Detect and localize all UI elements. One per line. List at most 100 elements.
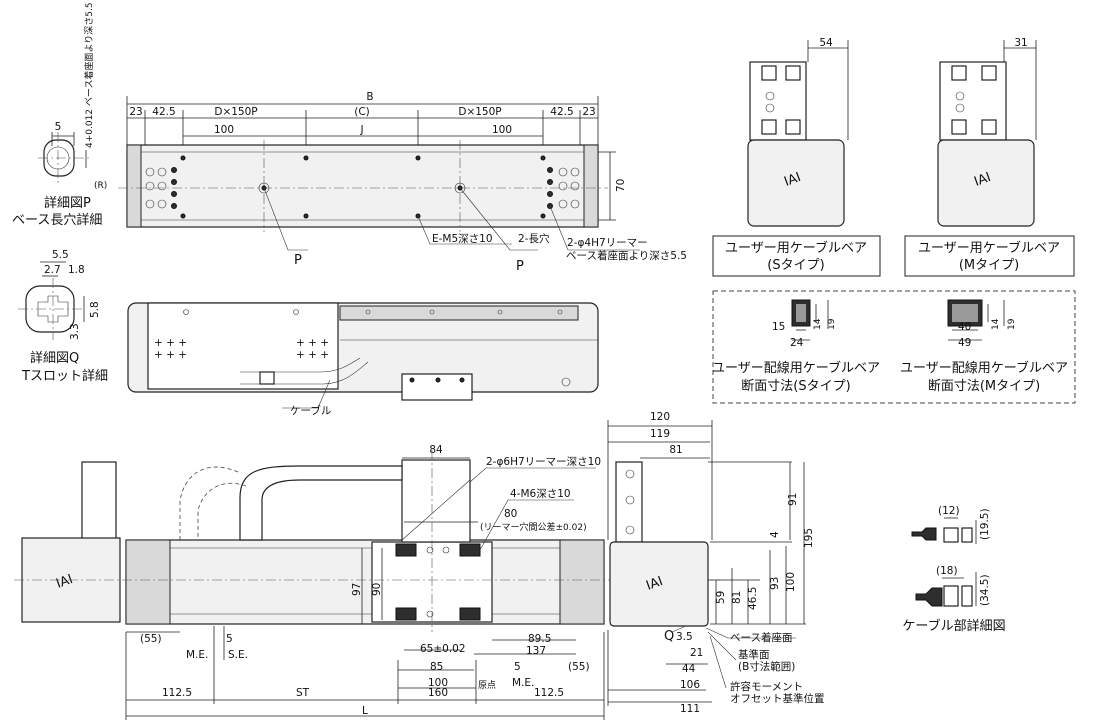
end-view: 120 119 81 IAI 91 4 195 100 93 59 81 46.…: [607, 411, 825, 715]
top-holes: [145, 155, 580, 219]
end-dim-91: 91: [787, 493, 799, 506]
top-dim-23-right: 23: [582, 106, 595, 118]
front-dim-85: 85: [430, 661, 443, 673]
cable-connector-m: [915, 587, 943, 607]
end-body: [609, 541, 709, 627]
front-note-m6: 4-M6深さ10: [510, 488, 571, 500]
front-origin: 原点: [478, 680, 496, 691]
detail-p-r-label: (R): [94, 181, 107, 191]
svg-text:+ + +: + + +: [296, 349, 329, 361]
detail-q-dim-2-7: 2.7: [44, 264, 61, 276]
top-note-reamer-1: 2-φ4H7リーマー: [567, 237, 648, 249]
front-dim-137: 137: [526, 645, 546, 657]
end-dim-93: 93: [769, 577, 781, 590]
section-s-dim-24: 24: [790, 337, 804, 349]
section-m-caption-type: 断面寸法(Mタイプ): [928, 379, 1040, 394]
front-dim-55-right: (55): [568, 661, 590, 673]
front-me-right: M.E.: [512, 677, 534, 689]
cable-detail-dim-19-5: (19.5): [979, 508, 991, 540]
top-dim-c: (C): [354, 106, 370, 118]
top-dim-d150p-left: D×150P: [214, 106, 257, 118]
front-me-left: M.E.: [186, 649, 208, 661]
end-dim-81: 81: [731, 591, 743, 604]
cable-connector-s: [911, 527, 937, 541]
detail-q-dim-5-5: 5.5: [52, 249, 69, 261]
bear-s-caption-type: (Sタイプ): [767, 258, 824, 273]
front-body: [125, 539, 605, 625]
top-dim-100-left: 100: [214, 124, 234, 136]
section-m-dim-14: 14: [991, 318, 1001, 330]
top-dim-b: B: [366, 91, 373, 103]
front-dim-89-5: 89.5: [528, 633, 551, 645]
end-dim-111: 111: [680, 703, 700, 715]
cable-bear-m: 31 IAI ユーザー用ケーブルベア (Mタイプ): [904, 37, 1075, 277]
end-bracket: [615, 461, 643, 543]
front-dim-st: ST: [296, 687, 310, 699]
end-note-moment: 許容モーメント: [730, 680, 803, 693]
front-dim-80: 80: [504, 508, 517, 520]
end-dim-4: 4: [769, 531, 781, 538]
top-dim-70: 70: [615, 179, 627, 192]
front-cable-bear-bracket: [401, 459, 471, 543]
front-dim-97: 97: [351, 583, 363, 596]
front-endcap-right: [559, 539, 605, 625]
detail-p-subtitle: ベース長穴詳細: [12, 212, 102, 228]
side-view: + + ++ + + + + ++ + + ケーブル: [127, 302, 599, 417]
bear-s-dim-54: 54: [819, 37, 833, 49]
detail-p-title: 詳細図P: [44, 195, 91, 211]
section-s: 15 24 14 19 ユーザー配線用ケーブルベア 断面寸法(Sタイプ): [712, 299, 880, 394]
section-m: 40 49 14 19 ユーザー配線用ケーブルベア 断面寸法(Mタイプ): [900, 299, 1068, 394]
section-s-dim-14: 14: [813, 318, 823, 330]
end-dim-195: 195: [803, 528, 815, 548]
front-note-tolerance: (リーマー穴間公差±0.02): [480, 521, 587, 533]
end-dim-3-5: 3.5: [676, 631, 693, 643]
section-m-dim-19: 19: [1007, 318, 1017, 330]
top-dim-d150p-right: D×150P: [458, 106, 501, 118]
bear-m-caption-box: [904, 235, 1075, 277]
bear-m-body: [937, 139, 1035, 227]
bear-m-dim-31: 31: [1014, 37, 1027, 49]
end-note-ref-range: (B寸法範囲): [738, 660, 795, 673]
end-note-ref: 基準面: [738, 648, 770, 661]
section-m-dim-40: 40: [958, 321, 971, 333]
side-slider: [147, 302, 339, 390]
top-dim-42-5-right: 42.5: [550, 106, 573, 118]
detail-q-dim-3-3: 3.3: [69, 323, 81, 340]
cable-bear-s: 54 IAI ユーザー用ケーブルベア (Sタイプ): [712, 37, 881, 277]
front-cable-bear-chain: [239, 465, 403, 541]
front-view: IAI 84 2-φ6H7リーマー深さ10 4-M6深さ10 80 (リーマー穴…: [14, 444, 720, 720]
detail-q-dim-1-8: 1.8: [68, 264, 85, 276]
top-note-reamer-2: ベース着座面より深さ5.5: [566, 249, 687, 262]
bear-s-logo: IAI: [782, 170, 803, 190]
front-dim-112-5-right: 112.5: [534, 687, 564, 699]
section-m-caption: ユーザー配線用ケーブルベア: [900, 360, 1068, 376]
top-note-em5: E-M5深さ10: [432, 233, 493, 245]
top-p-label-right: P: [516, 259, 524, 274]
cable-detail: (12) (19.5) (18) (34.5) ケーブル部詳細図: [902, 505, 1005, 634]
top-dim-j: J: [359, 124, 363, 136]
section-s-dim-19: 19: [827, 318, 837, 330]
bear-m-caption-type: (Mタイプ): [959, 258, 1019, 273]
detail-q-title: 詳細図Q: [30, 350, 79, 366]
end-dim-59: 59: [715, 591, 727, 604]
cable-detail-dim-12: (12): [938, 505, 960, 517]
front-se: S.E.: [228, 649, 248, 661]
top-p-label-left: P: [294, 253, 302, 268]
top-note-slot: 2-長穴: [518, 232, 550, 245]
top-view: B 23 42.5 D×150P (C) D×150P 42.5 23 100 …: [118, 91, 687, 274]
end-dim-46-5: 46.5: [747, 587, 759, 610]
end-dim-44: 44: [682, 663, 696, 675]
end-note-base: ベース着座面: [730, 631, 792, 644]
end-dim-100: 100: [785, 572, 797, 592]
front-dim-5-right: 5: [514, 661, 521, 673]
section-box: [712, 290, 1076, 404]
front-dim-55-left: (55): [140, 633, 162, 645]
svg-text:+ + +: + + +: [296, 337, 329, 349]
section-s-caption-type: 断面寸法(Sタイプ): [741, 379, 850, 394]
end-dim-120: 120: [650, 411, 670, 423]
end-dim-21: 21: [690, 647, 703, 659]
front-dim-160: 160: [428, 687, 448, 699]
end-dim-119: 119: [650, 428, 670, 440]
end-dim-106: 106: [680, 679, 700, 691]
